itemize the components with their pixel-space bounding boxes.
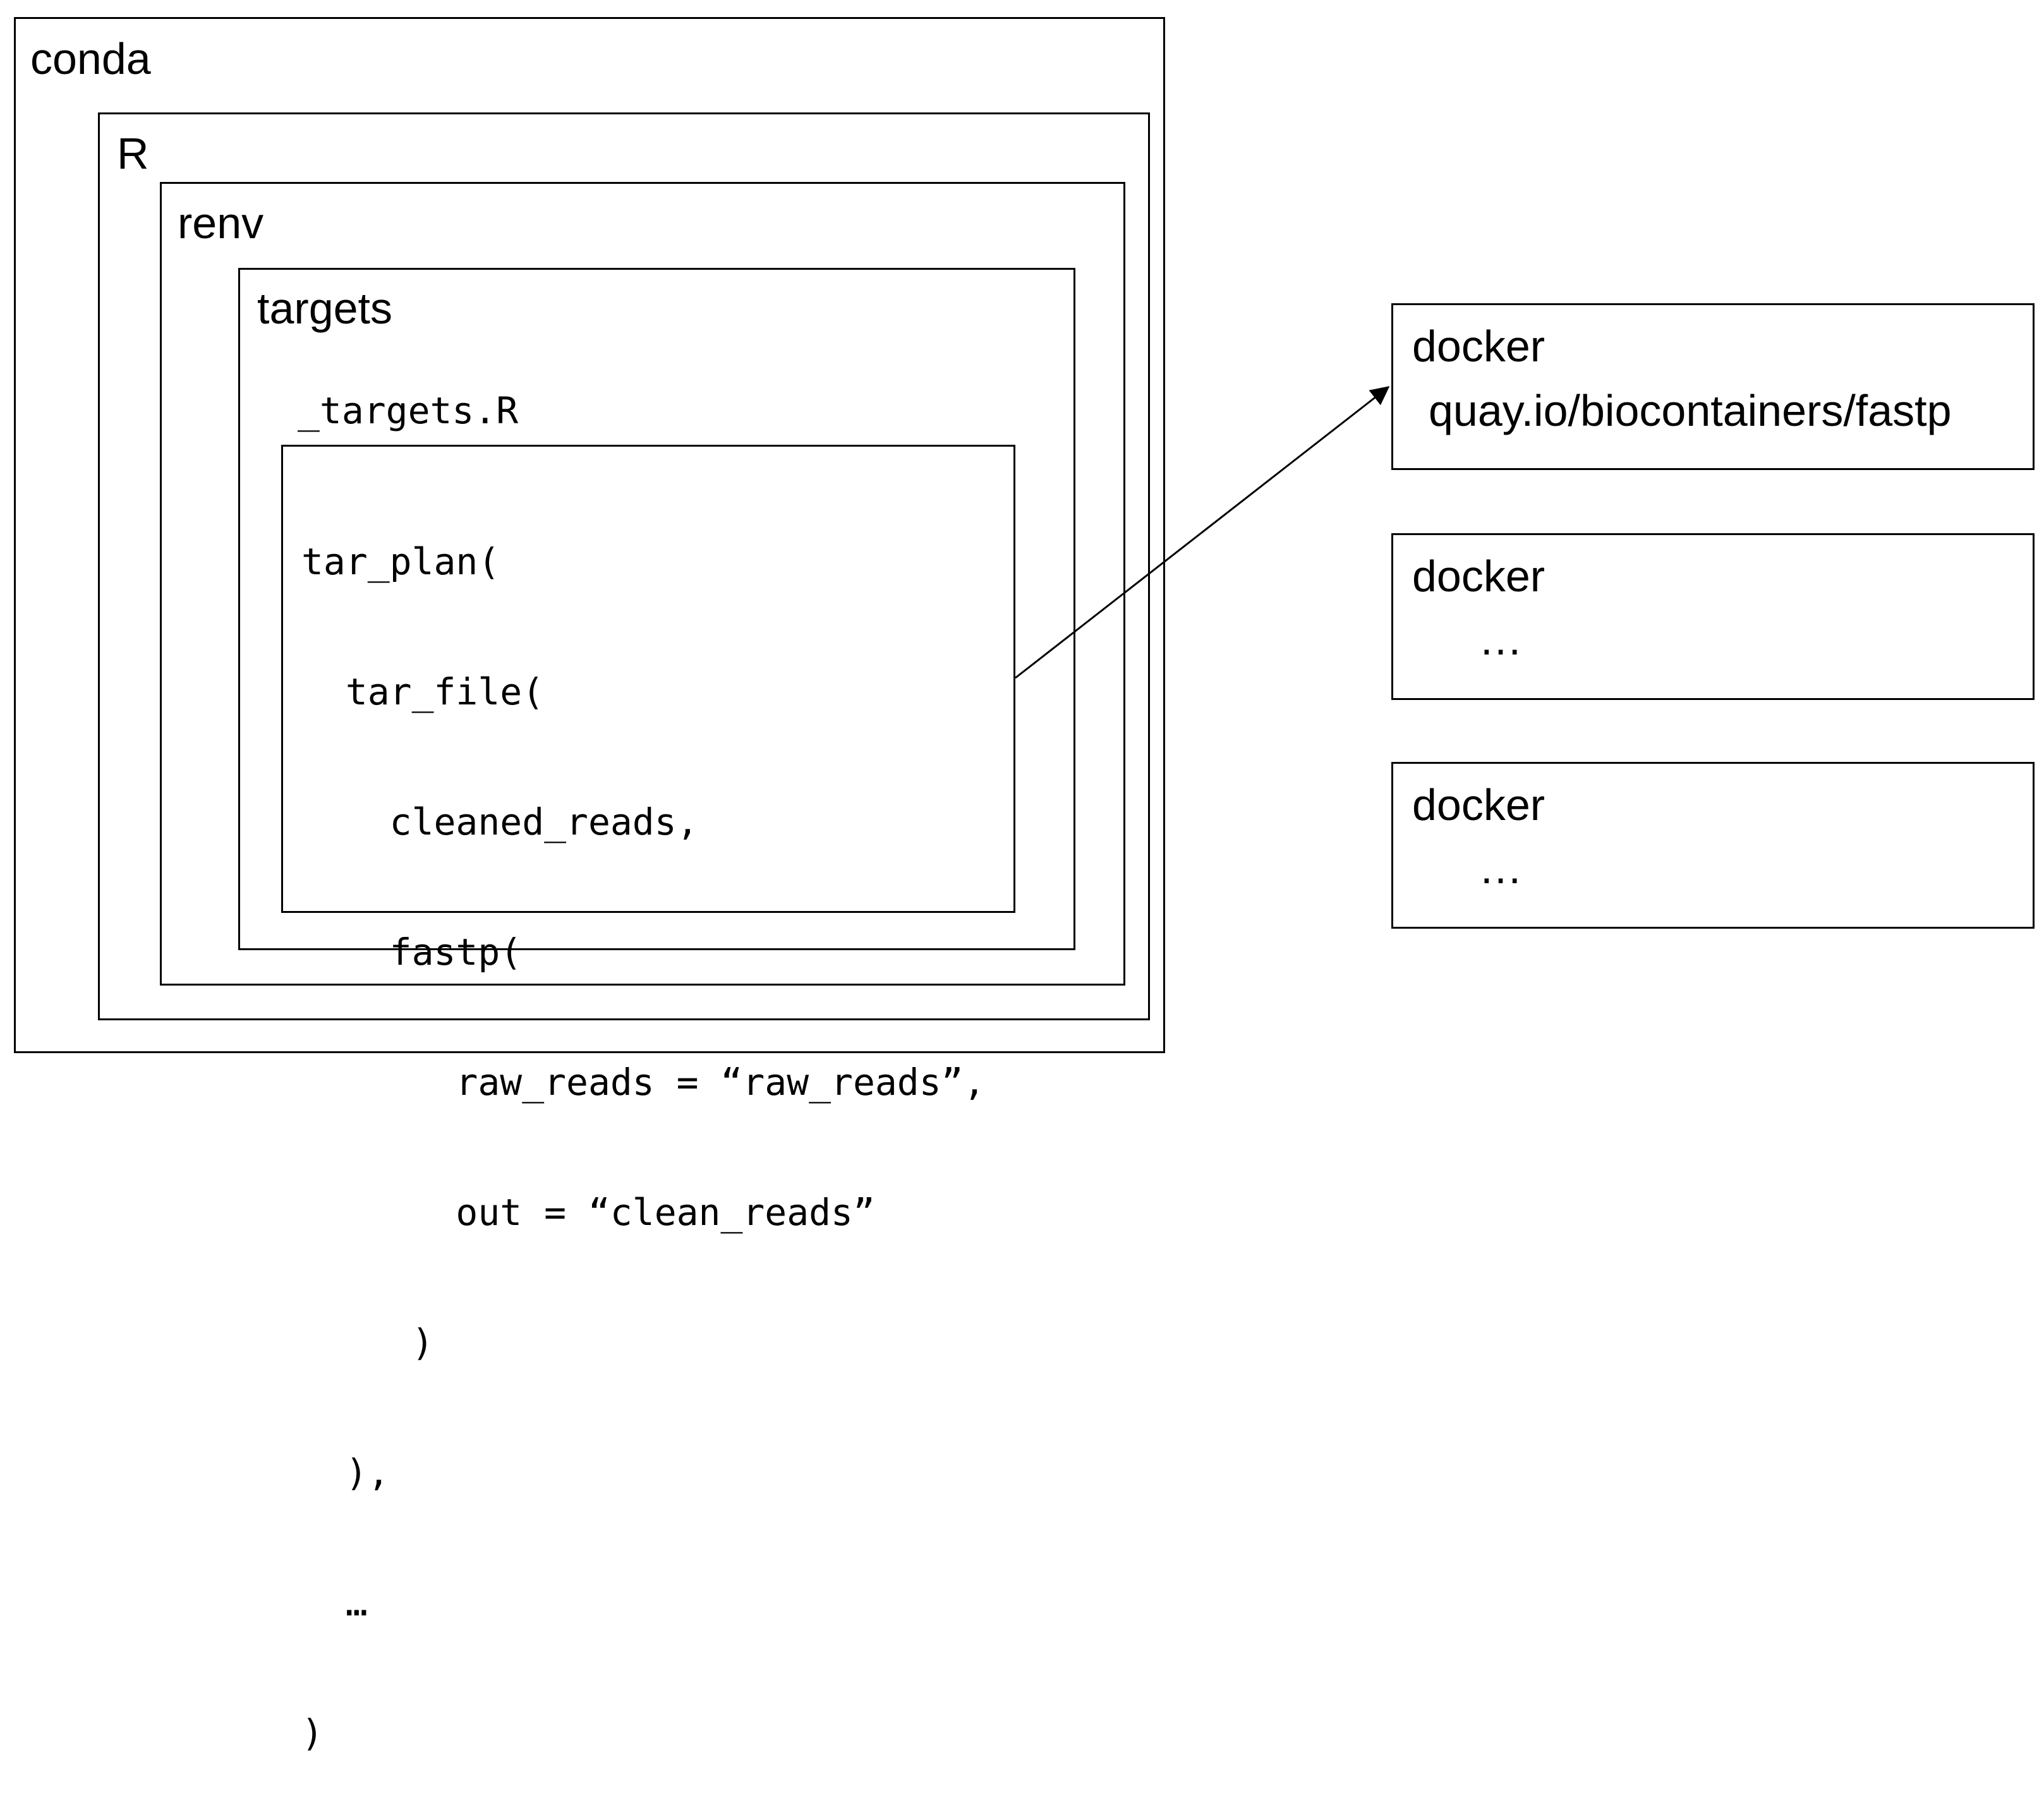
docker-box-title: docker [1412,322,1545,371]
code-line: ), [301,1451,390,1494]
code-line: tar_file( [301,670,545,713]
code-line: … [301,1581,368,1624]
docker-box-image: quay.io/biocontainers/fastp [1429,386,1952,435]
code-line: fastp( [301,931,523,974]
docker-box-fastp: docker quay.io/biocontainers/fastp [1391,303,2035,470]
code-line: out = “clean_reads” [301,1191,875,1234]
docker-box-ellipsis: … [1479,843,1523,893]
docker-box-2: docker … [1391,533,2035,700]
code-line: ) [301,1321,434,1364]
code-line: ) [301,1711,324,1754]
targets-label: targets [257,284,392,333]
code-line: tar_plan( [301,540,500,583]
code-block: tar_plan( tar_file( cleaned_reads, fastp… [301,454,986,1798]
code-line: raw_reads = “raw_reads”, [301,1061,986,1104]
code-line: cleaned_reads, [301,800,699,843]
docker-box-3: docker … [1391,762,2035,929]
docker-box-ellipsis: … [1479,615,1523,664]
docker-box-title: docker [1412,780,1545,830]
r-label: R [117,129,149,178]
targets-file-label: _targets.R [298,389,519,432]
docker-box-title: docker [1412,552,1545,601]
renv-label: renv [178,198,264,248]
code-box [281,445,1015,913]
conda-label: conda [30,34,151,83]
